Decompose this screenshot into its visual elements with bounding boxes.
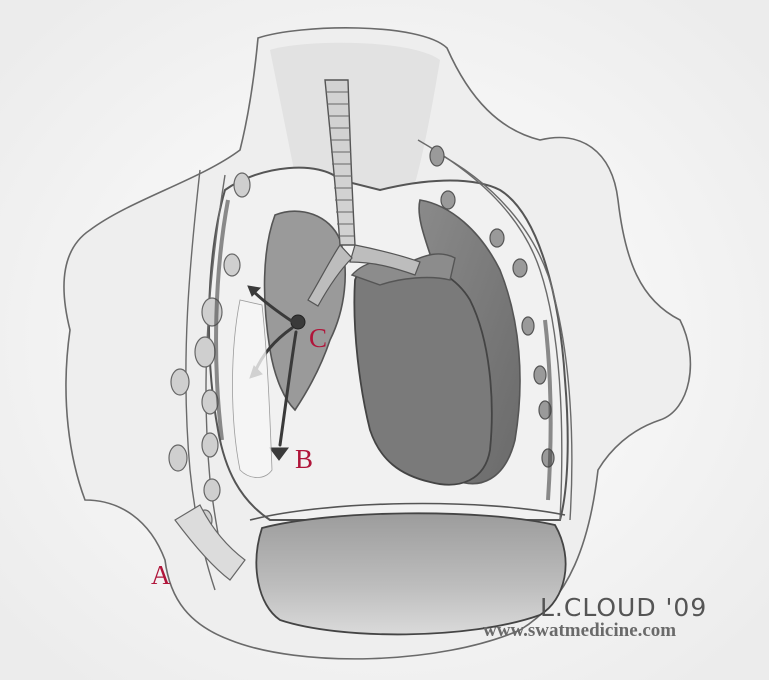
label-c: C bbox=[309, 325, 327, 352]
diaphragm bbox=[256, 513, 565, 634]
artist-signature: L.CLOUD '09 bbox=[540, 593, 707, 622]
label-a: A bbox=[151, 562, 171, 589]
website-credit: www.swatmedicine.com bbox=[483, 620, 676, 642]
label-b: B bbox=[295, 446, 313, 473]
